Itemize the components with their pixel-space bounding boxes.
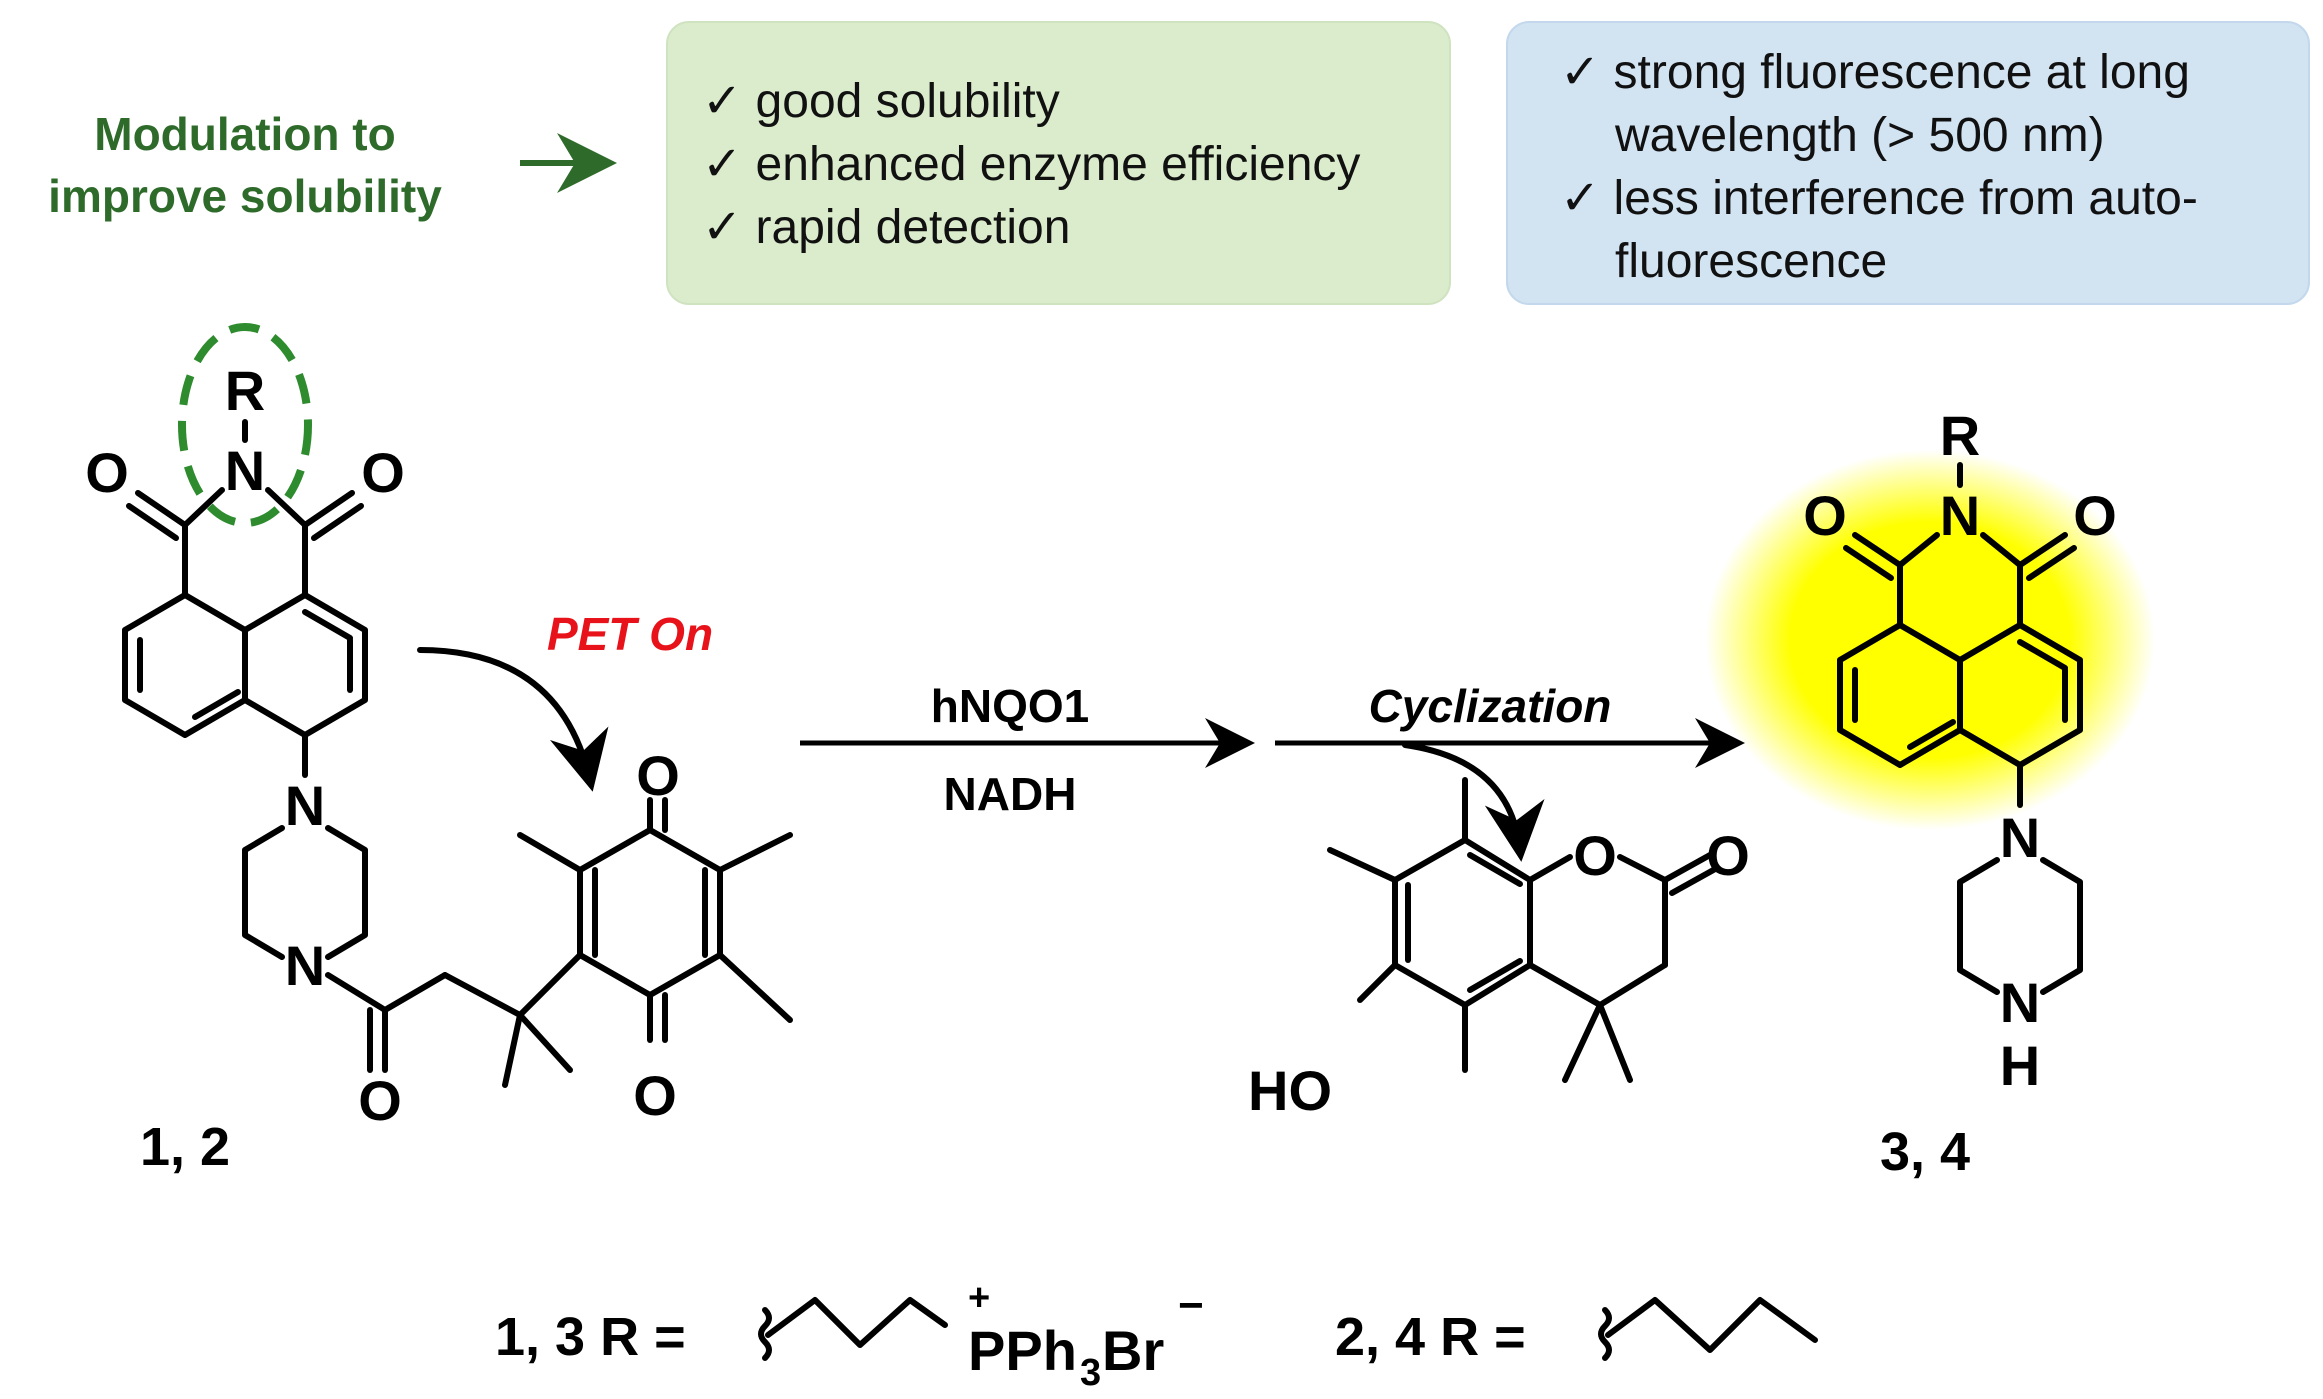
legend-right-label: 2, 4 R = <box>1335 1307 1526 1367</box>
green-item-enzyme: ✓ enhanced enzyme efficiency <box>702 138 1360 191</box>
legend-left-label: 1, 3 R = <box>495 1307 686 1367</box>
blue-line-1: ✓ strong fluorescence at long <box>1560 46 2190 99</box>
atom-n-pip-bottom: N <box>285 934 325 997</box>
atom-o-lactone-carbonyl: O <box>1706 824 1750 887</box>
modification-site-ellipse <box>178 323 312 527</box>
arrow1-cofactor: NADH <box>944 768 1077 820</box>
product-structure: R N O O N N H <box>1803 404 2117 1097</box>
atom-o-left: O <box>85 441 129 504</box>
arrow2-cyclization: Cyclization <box>1369 680 1612 732</box>
blue-line-3: ✓ less interference from auto- <box>1560 172 2198 225</box>
reactant-label: 1, 2 <box>140 1117 230 1177</box>
modulation-line1: Modulation to <box>94 108 395 160</box>
atom-r-product: R <box>1940 404 1980 467</box>
atom-n-imide: N <box>225 439 265 502</box>
atom-o-right: O <box>361 441 405 504</box>
legend-left-bromide: Br <box>1102 1319 1164 1382</box>
atom-o-lactone-ring: O <box>1573 824 1617 887</box>
atom-o-quinone-bottom: O <box>633 1064 677 1127</box>
legend-left-group: PPh <box>968 1319 1077 1382</box>
atom-r: R <box>225 359 265 422</box>
pet-on-label: PET On <box>547 608 713 660</box>
green-feature-box <box>666 21 1451 305</box>
product-label: 3, 4 <box>1880 1122 1970 1182</box>
arrow1-enzyme: hNQO1 <box>931 680 1089 732</box>
atom-nh-pip: N <box>2000 971 2040 1034</box>
release-curved-arrow <box>1402 742 1545 862</box>
atom-n-pip-product-top: N <box>2000 806 2040 869</box>
blue-line-4: fluorescence <box>1615 235 1887 288</box>
lactone-byproduct: O O HO <box>1248 777 1750 1122</box>
atom-ho: HO <box>1248 1059 1332 1122</box>
r-group-legend: 1, 3 R = PPh 3 Br + − 2, 4 R = <box>495 1277 1818 1394</box>
legend-left-subscript: 3 <box>1080 1352 1101 1394</box>
legend-minus-sign: − <box>1178 1281 1204 1330</box>
atom-n-pip-top: N <box>285 774 325 837</box>
green-item-solubility: ✓ good solubility <box>702 75 1060 128</box>
blue-feature-box <box>1506 21 2310 305</box>
atom-o-product-left: O <box>1803 484 1847 547</box>
atom-n-imide-product: N <box>1940 484 1980 547</box>
atom-o-amide: O <box>358 1069 402 1132</box>
legend-plus-sign: + <box>968 1277 990 1319</box>
blue-line-2: wavelength (> 500 nm) <box>1614 109 2105 162</box>
reactant-structure: R N O O N N O <box>85 323 793 1132</box>
modulation-line2: improve solubility <box>48 170 442 222</box>
green-item-detection: ✓ rapid detection <box>702 201 1070 254</box>
atom-h-pip: H <box>2000 1034 2040 1097</box>
atom-o-quinone-top: O <box>636 744 680 807</box>
atom-o-product-right: O <box>2073 484 2117 547</box>
